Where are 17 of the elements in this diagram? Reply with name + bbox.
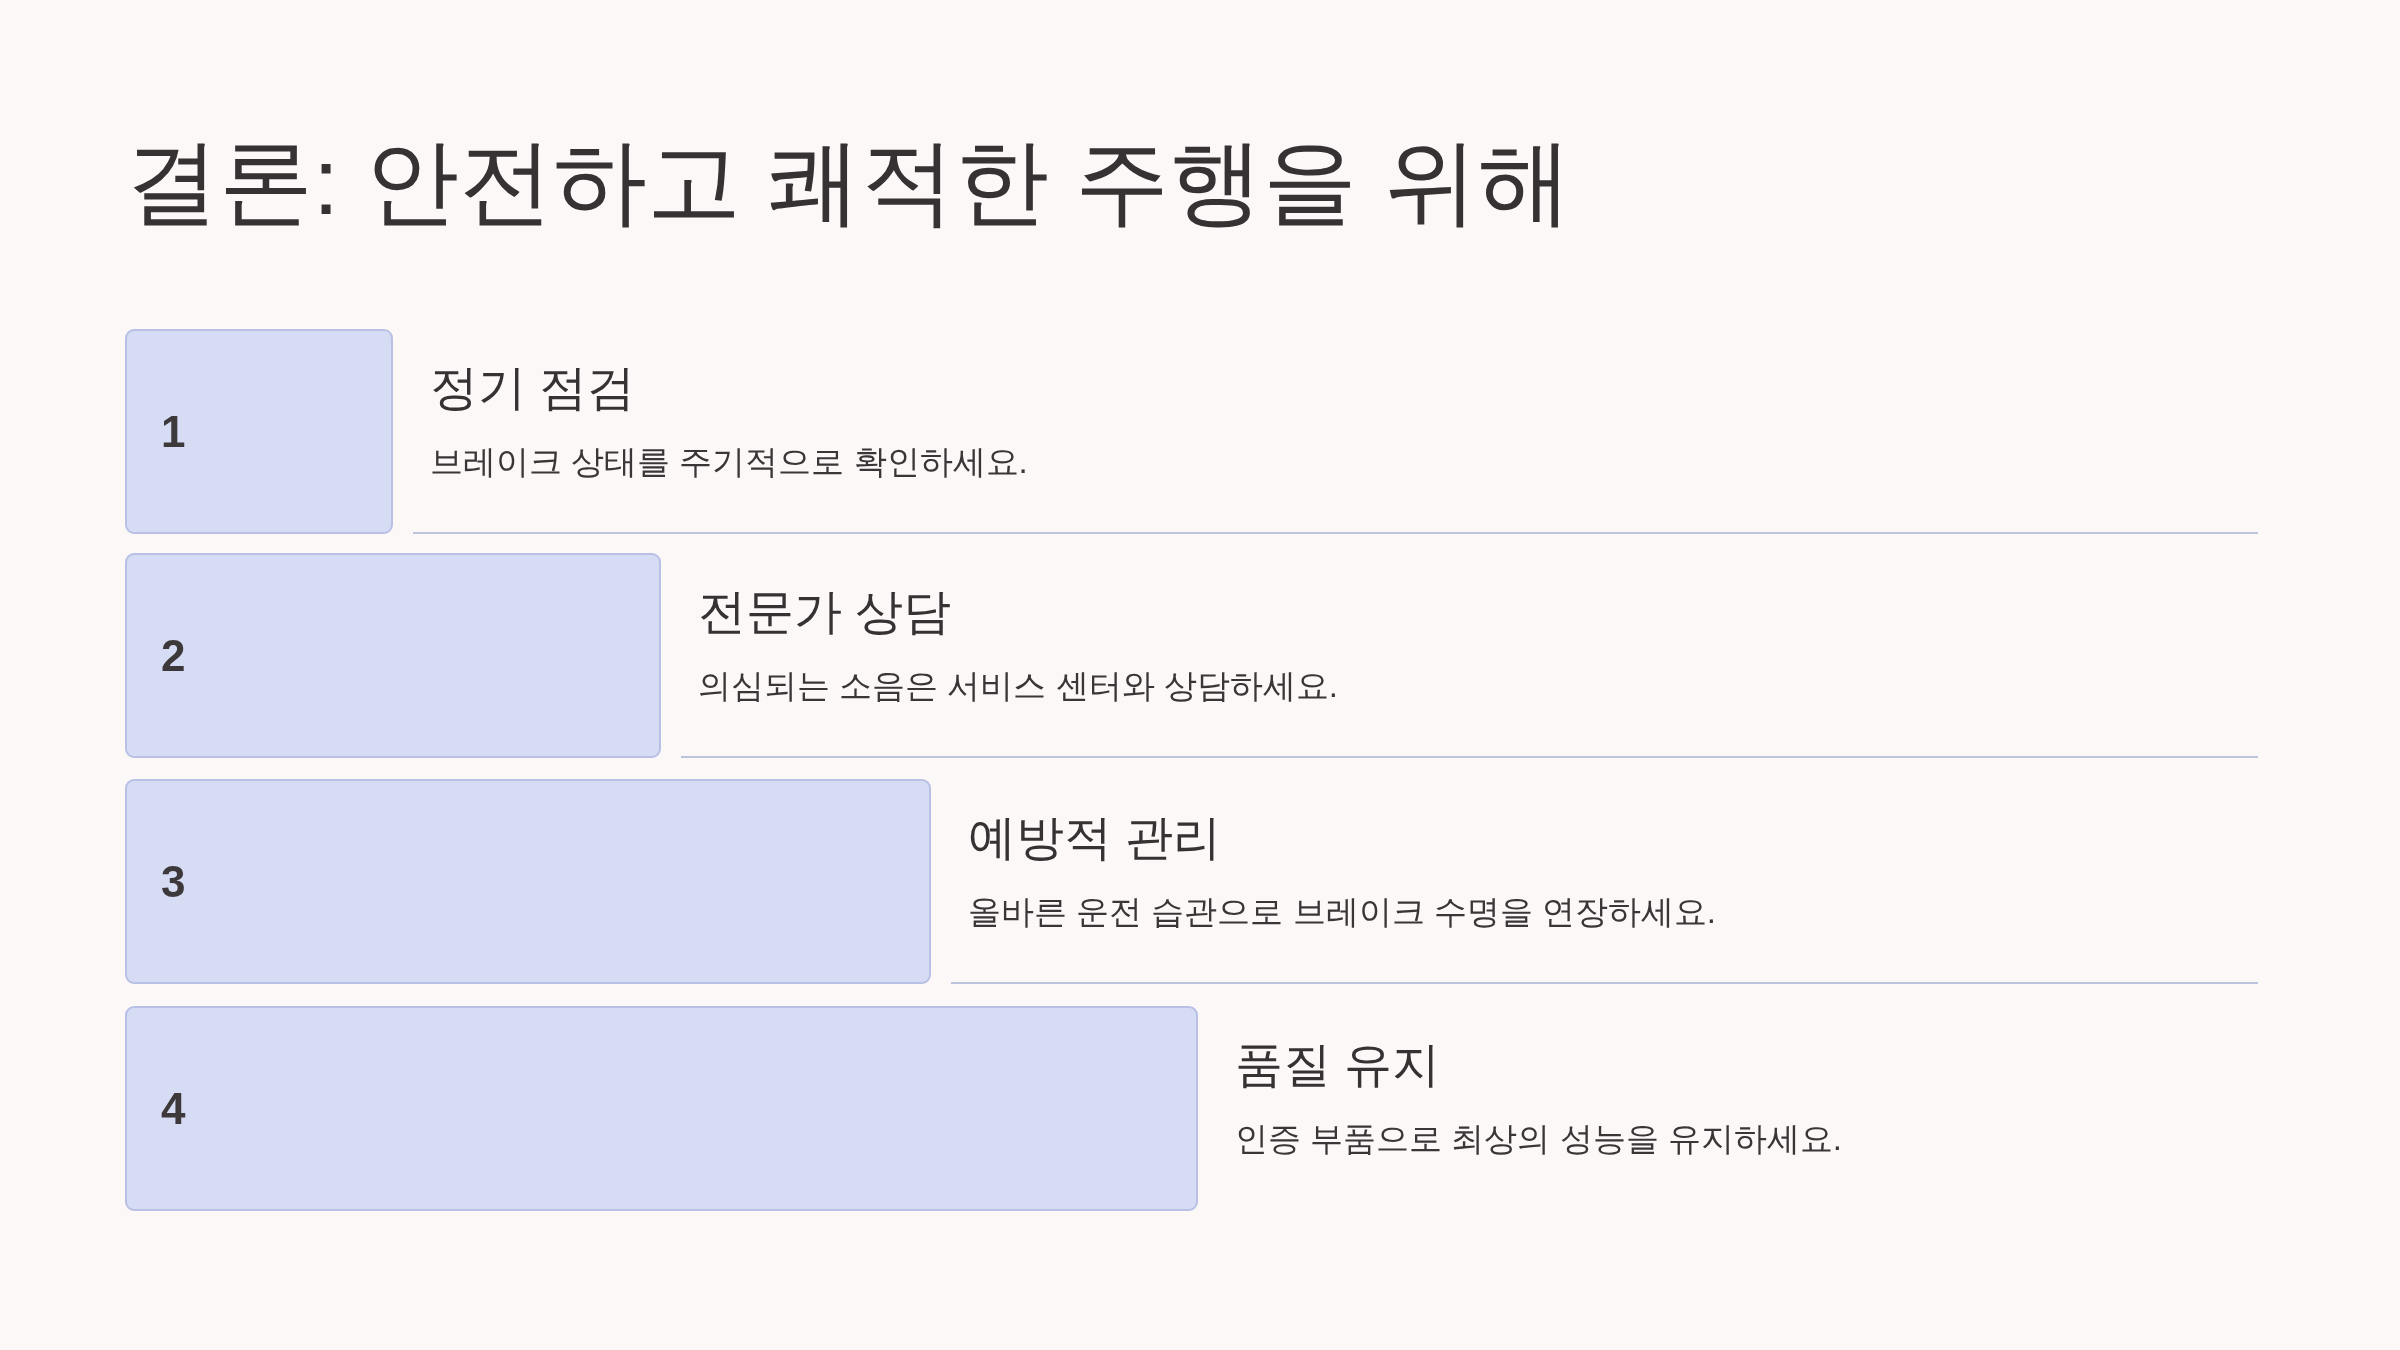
step-heading: 전문가 상담 [698,584,952,640]
step-heading: 정기 점검 [430,360,636,416]
step-box [125,779,931,984]
slide-title: 결론: 안전하고 쾌적한 주행을 위해 [125,128,1572,236]
step-heading: 예방적 관리 [968,810,1222,866]
step-description: 브레이크 상태를 주기적으로 확인하세요. [430,442,1028,482]
step-description: 올바른 운전 습관으로 브레이크 수명을 연장하세요. [968,892,1716,932]
step-description: 의심되는 소음은 서비스 센터와 상담하세요. [698,666,1338,706]
step-description: 인증 부품으로 최상의 성능을 유지하세요. [1235,1119,1842,1159]
step-box [125,1006,1198,1211]
step-number: 3 [161,857,186,906]
step-number: 4 [161,1084,186,1133]
step-box [125,329,393,534]
step-heading: 품질 유지 [1235,1037,1441,1093]
step-number: 2 [161,631,186,680]
step-box [125,553,661,758]
step-number: 1 [161,407,186,456]
